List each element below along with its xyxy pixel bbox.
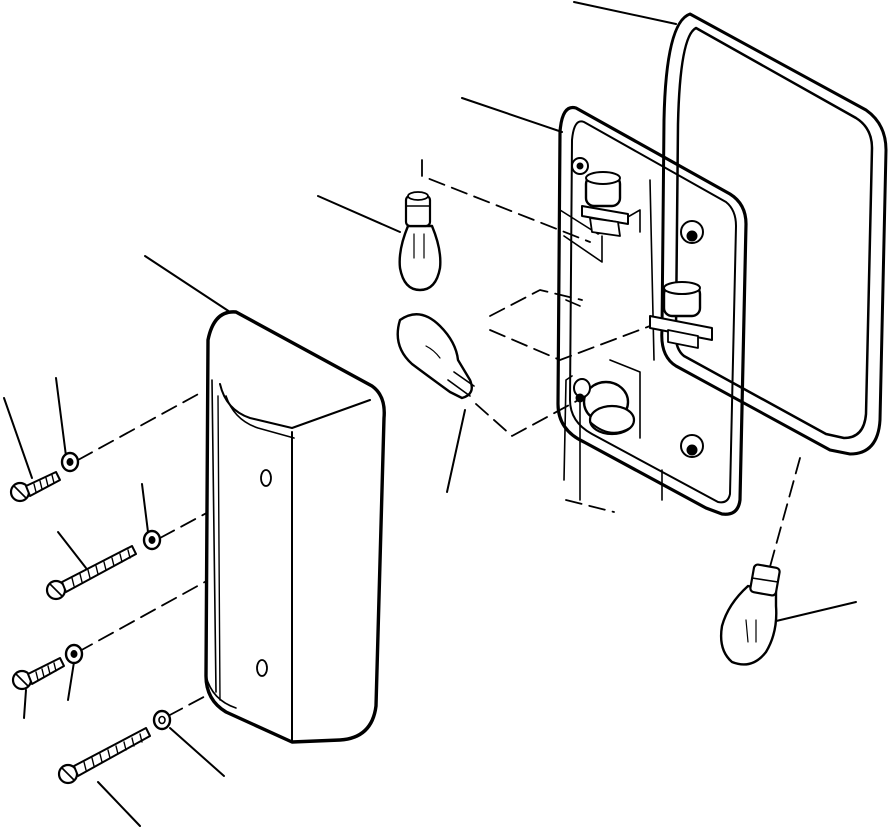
leader-washer-bottom	[169, 727, 225, 777]
washer-middle	[142, 529, 162, 551]
leader-upper-bulb	[317, 195, 401, 233]
lens-gasket	[660, 12, 888, 456]
leader-gasket	[573, 1, 677, 25]
lamp-lens	[204, 310, 386, 744]
leader-washer-middle	[141, 483, 149, 533]
washer-lower	[64, 643, 84, 665]
middle-bulb	[396, 313, 475, 400]
dash-screw-lower	[77, 577, 213, 653]
dash-upper-bulb	[421, 159, 591, 243]
dash-housing-mid	[489, 325, 651, 361]
short-screw-upper	[9, 471, 61, 503]
leader-lines	[3, 1, 857, 827]
dash-screw-upper	[77, 391, 203, 461]
leader-washer-upper	[55, 377, 67, 457]
leader-long-screw-upper	[57, 531, 87, 569]
leader-middle-bulb	[446, 409, 466, 493]
long-screw-upper	[45, 545, 137, 601]
short-screw-lower	[11, 657, 65, 691]
long-screw-lower	[57, 727, 151, 785]
upper-bulb	[398, 191, 442, 292]
dash-lower-bulb	[767, 457, 801, 575]
leader-short-screw-lower	[23, 689, 27, 719]
leader-long-screw-lower	[97, 781, 141, 827]
leader-lens	[144, 255, 231, 313]
washer-upper	[60, 451, 80, 473]
dash-middle-bulb	[475, 383, 609, 437]
dash-housing-base	[565, 499, 615, 513]
lamp-housing	[556, 105, 748, 516]
washer-bottom	[152, 709, 172, 731]
leader-washer-lower	[67, 661, 75, 701]
leader-housing	[461, 97, 563, 133]
lower-right-bulb	[719, 563, 781, 666]
leader-lower-bulb	[771, 601, 857, 623]
dash-housing-top	[489, 289, 583, 317]
leader-short-screw-upper	[3, 397, 33, 479]
